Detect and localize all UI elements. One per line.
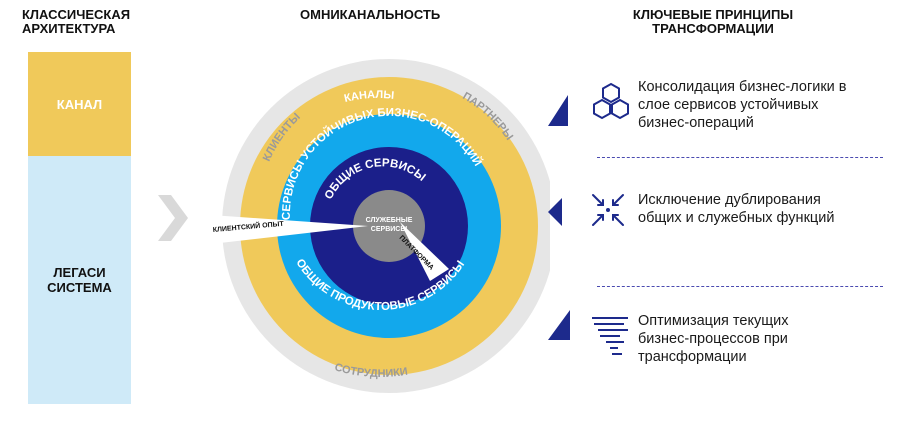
legacy-system-label: ЛЕГАСИ СИСТЕМА — [47, 265, 112, 295]
omnichannel-diagram: КЛИЕНТЫ КАНАЛЫ ПАРТНЕРЫ СОТРУДНИКИ СЕРВИ… — [158, 59, 550, 393]
navy-triangle-icon — [548, 95, 568, 126]
channel-block: КАНАЛ — [28, 52, 131, 156]
hexagon-cluster-icon — [593, 82, 629, 120]
key-principles-header: КЛЮЧЕВЫЕ ПРИНЦИПЫ ТРАНСФОРМАЦИИ — [632, 7, 794, 36]
channel-label: КАНАЛ — [56, 96, 103, 112]
gray-chevron-icon — [158, 195, 188, 241]
platform-wedge — [400, 222, 449, 281]
legacy-system-block: ЛЕГАСИ СИСТЕМА — [28, 156, 131, 404]
navy-triangle-icon — [548, 198, 562, 226]
principle-item-deduplication: Исключение дублирования общих и служебны… — [548, 168, 898, 258]
utility-services-core — [353, 190, 425, 262]
channels-label: КАНАЛЫ — [343, 89, 395, 105]
principle-text-deduplication: Исключение дублирования общих и служебны… — [638, 192, 835, 226]
classic-architecture-header: КЛАССИЧЕСКАЯ АРХИТЕКТУРА — [22, 7, 131, 36]
utility-services-label-1: СЛУЖЕБНЫЕ — [366, 217, 413, 224]
principle-text-optimization: Оптимизация текущих бизнес-процессов при… — [638, 313, 789, 365]
omnichannel-header: ОМНИКАНАЛЬНОСТЬ — [300, 7, 441, 22]
dashed-separator — [597, 286, 883, 287]
dashed-separator — [597, 157, 883, 158]
navy-triangle-icon — [548, 310, 570, 340]
optimization-lines-icon — [592, 317, 628, 355]
utility-services-label-2: СЕРВИСЫ — [371, 226, 408, 233]
converging-arrows-icon — [592, 194, 624, 226]
client-experience-wedge — [211, 215, 368, 244]
principle-item-consolidation: Консолидация бизнес-логики в слое сервис… — [548, 62, 898, 152]
principle-text-consolidation: Консолидация бизнес-логики в слое сервис… — [638, 79, 847, 131]
principle-item-optimization: Оптимизация текущих бизнес-процессов при… — [548, 300, 898, 390]
